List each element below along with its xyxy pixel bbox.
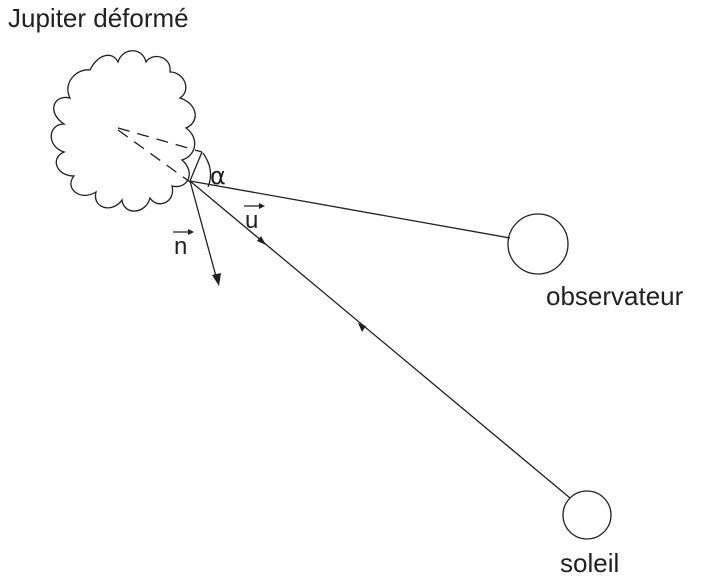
sun-label: soleil	[560, 548, 619, 578]
angle-leg	[189, 151, 203, 182]
normal-vector-line	[189, 180, 218, 281]
arrowhead-sunlight	[358, 323, 366, 332]
vector-n: n	[173, 229, 194, 260]
jupiter-label: Jupiter déformé	[8, 3, 189, 33]
deformed-jupiter-shape	[50, 50, 196, 212]
vector-n-label: n	[174, 233, 187, 260]
observer-circle	[507, 213, 569, 275]
arrowhead-u	[257, 236, 266, 245]
observer-label: observateur	[546, 281, 684, 311]
dashed-line-to-observer	[117, 127, 203, 153]
dashed-line-to-surface	[117, 129, 191, 183]
vector-u: u	[244, 203, 265, 234]
normal-arrowhead	[212, 273, 221, 286]
vector-u-label: u	[245, 207, 258, 234]
line-to-sun	[189, 180, 571, 499]
sun-circle	[562, 490, 612, 540]
line-to-observer	[189, 180, 511, 239]
angle-alpha-label: α	[210, 162, 226, 190]
angle-arc	[202, 152, 212, 188]
